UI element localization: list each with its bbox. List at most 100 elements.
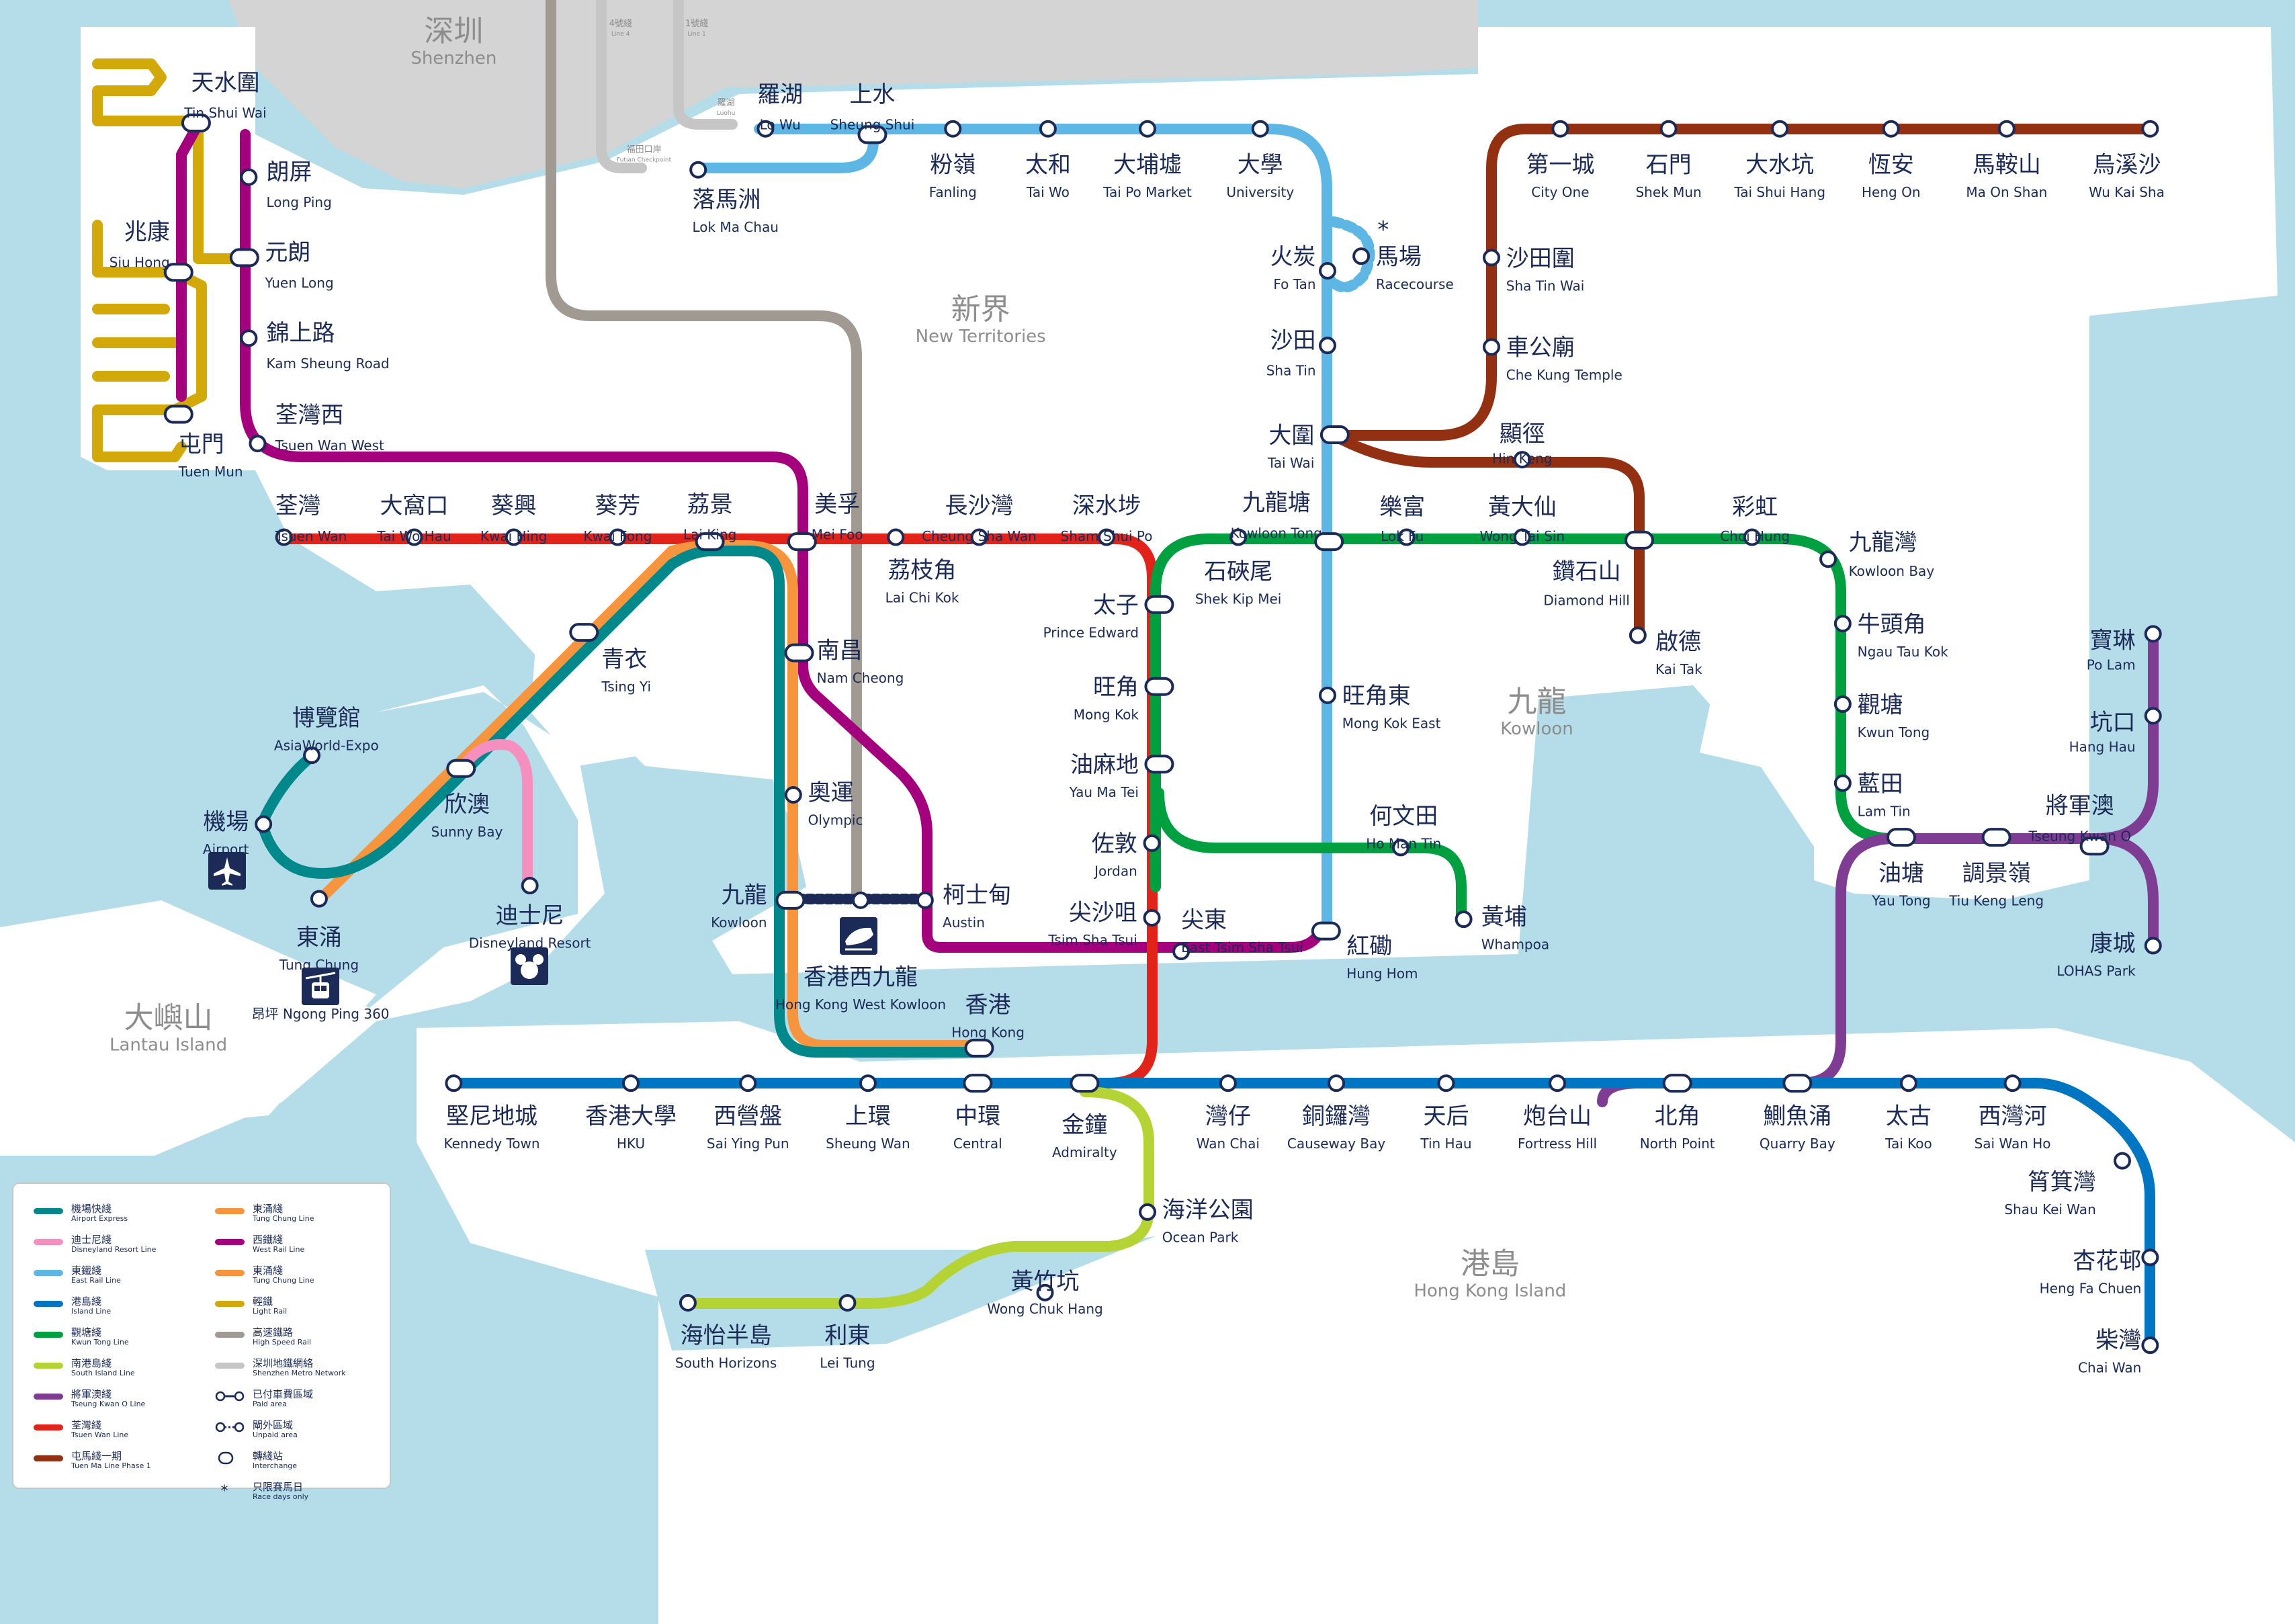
station-name-en: Kwai Hing	[480, 528, 548, 544]
legend-label-en: Island Line	[71, 1307, 112, 1316]
station-name-en: Tai Wai	[1267, 455, 1314, 471]
